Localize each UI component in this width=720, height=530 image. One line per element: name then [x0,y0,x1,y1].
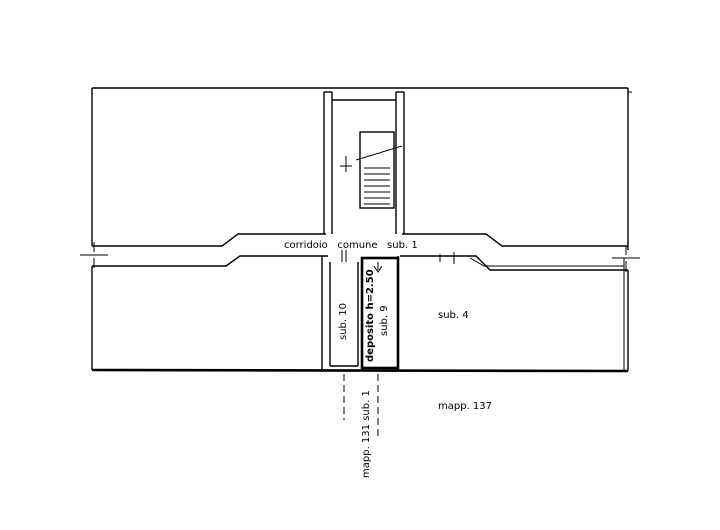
mapp131-label: mapp. 131 sub. 1 [361,390,372,478]
building-outline [91,87,632,373]
stair-block [323,91,405,234]
sub4-label: sub. 4 [438,310,469,321]
sub9-label: sub. 9 [379,305,390,336]
corridor-outline [92,233,628,271]
deposito-label: deposito h=2.50 [365,269,376,362]
lower-rooms [321,250,455,370]
mapp137-label: mapp. 137 [438,401,492,412]
corridor-label: corridoio comune sub. 1 [284,240,418,251]
boundary-lines [343,374,379,440]
sub10-label: sub. 10 [338,303,349,340]
